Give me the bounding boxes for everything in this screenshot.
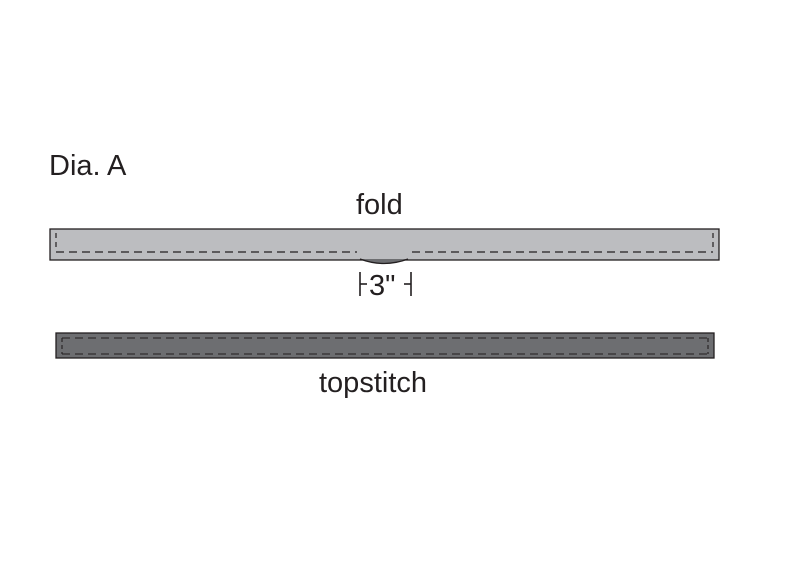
topstitch-label: topstitch [319, 367, 427, 399]
gap-opening [359, 258, 409, 265]
topstitched-strip [55, 332, 715, 359]
fold-label: fold [356, 189, 403, 221]
topstitched-strip-body [55, 332, 715, 359]
gap-measure-marks [359, 272, 412, 296]
gap-measurement-label: 3" [369, 270, 396, 302]
folded-strip [49, 228, 720, 265]
diagram-title: Dia. A [49, 150, 127, 182]
folded-strip-body [49, 228, 720, 261]
